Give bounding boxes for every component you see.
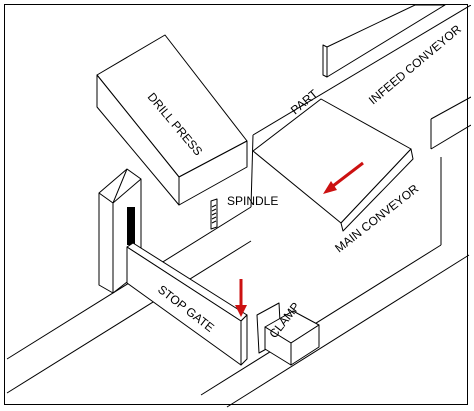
stop-gate — [126, 242, 248, 366]
stop-gate-slot — [127, 207, 135, 245]
main-conveyor — [6, 5, 471, 408]
diagram-frame: DRILL PRESS PART INFEED CONVEYOR SPINDLE… — [4, 4, 471, 408]
part-motion-arrow — [323, 161, 364, 194]
spindle — [210, 198, 218, 230]
spindle-label: SPINDLE — [227, 194, 278, 208]
clamp — [256, 302, 320, 366]
infeed-conveyor — [322, 5, 471, 150]
drill-press — [96, 34, 248, 206]
part-block — [252, 98, 414, 232]
stop-gate-motion-arrow — [235, 279, 247, 317]
drilling-station-diagram: DRILL PRESS PART INFEED CONVEYOR SPINDLE… — [6, 5, 471, 408]
